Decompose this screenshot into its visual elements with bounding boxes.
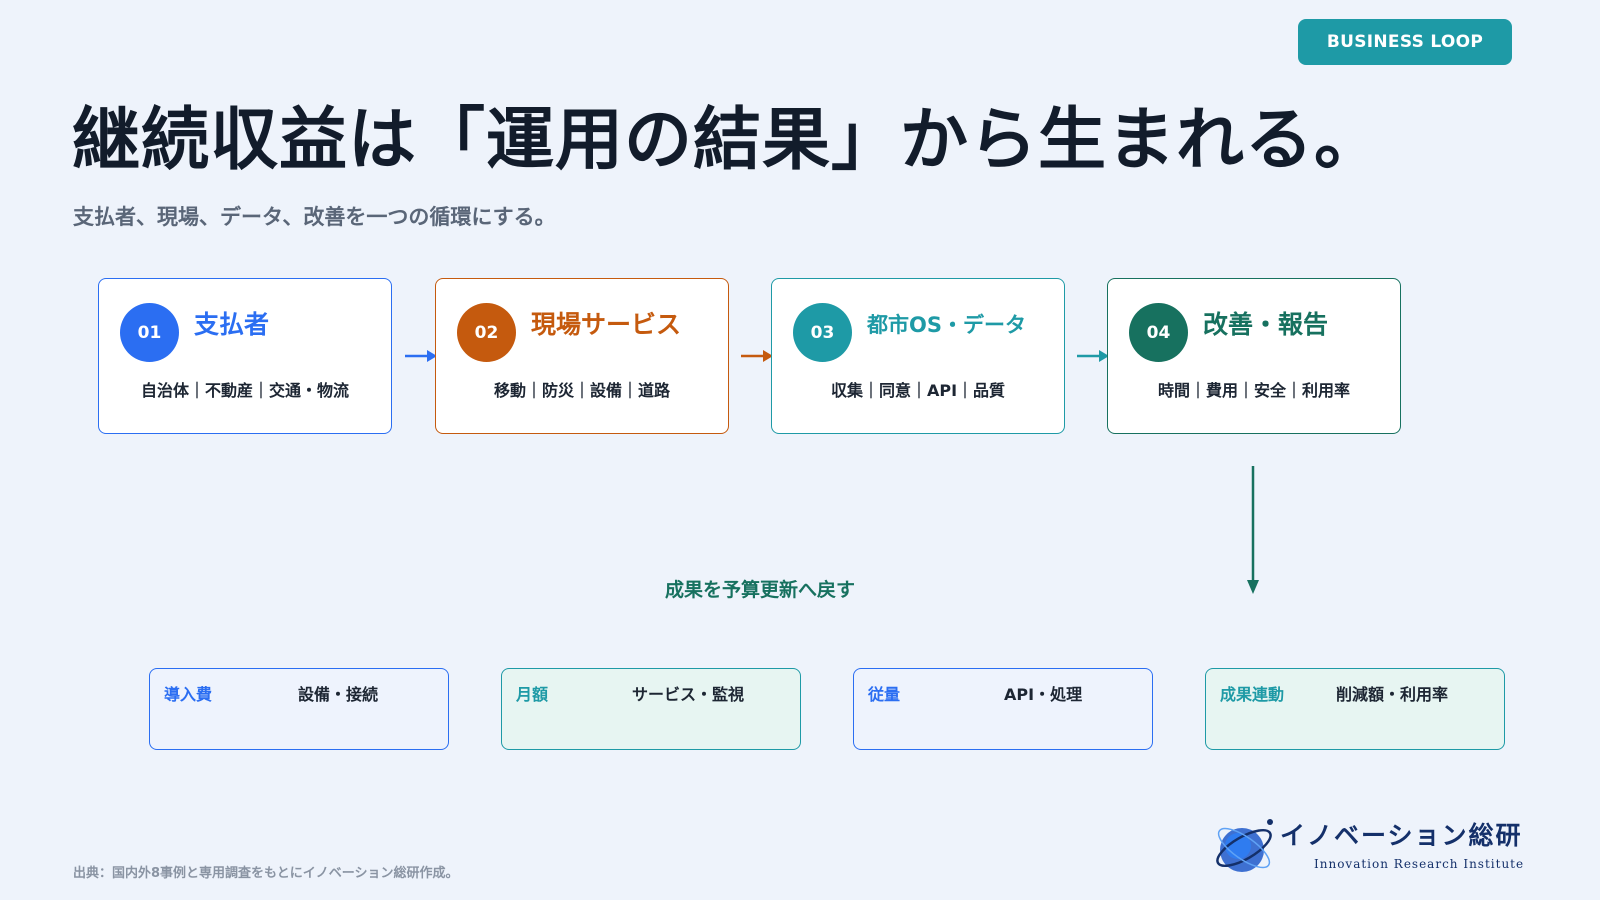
step-detail: 自治体｜不動産｜交通・物流 <box>140 381 349 400</box>
step-card-improvement: 04 改善・報告 時間｜費用｜安全｜利用率 <box>1107 278 1401 434</box>
step-number-badge: 03 <box>793 303 852 362</box>
return-to-budget-label: 成果を予算更新へ戻す <box>664 579 855 601</box>
business-loop-badge: BUSINESS LOOP <box>1298 19 1512 65</box>
flow-arrow-icon <box>741 350 773 362</box>
step-detail: 収集｜同意｜API｜品質 <box>830 381 1006 400</box>
step-number-badge: 01 <box>120 303 179 362</box>
step-detail: 移動｜防災｜設備｜道路 <box>493 381 670 400</box>
page-subtitle: 支払者、現場、データ、改善を一つの循環にする。 <box>73 205 556 229</box>
step-label: 支払者 <box>194 310 270 339</box>
step-card-payer: 01 支払者 自治体｜不動産｜交通・物流 <box>98 278 392 434</box>
flow-arrow-icon <box>405 350 437 362</box>
revenue-name: 成果連動 <box>1220 685 1285 704</box>
logo-subtitle: Innovation Research Institute <box>1314 857 1525 871</box>
step-card-field-service: 02 現場サービス 移動｜防災｜設備｜道路 <box>435 278 729 434</box>
revenue-desc: API・処理 <box>1004 685 1083 704</box>
revenue-desc: サービス・監視 <box>632 685 745 704</box>
step-label: 都市OS・データ <box>867 313 1026 337</box>
revenue-name: 従量 <box>868 685 901 704</box>
atom-orbit-icon <box>1216 819 1273 872</box>
source-note: 出典：国内外8事例と専用調査をもとにイノベーション総研作成。 <box>73 866 459 881</box>
revenue-name: 導入費 <box>164 685 213 704</box>
down-arrow-icon <box>1247 466 1259 594</box>
revenue-card-initial-fee: 導入費 設備・接続 <box>149 668 449 750</box>
revenue-desc: 削減額・利用率 <box>1336 685 1449 704</box>
step-label: 改善・報告 <box>1203 310 1329 339</box>
revenue-name: 月額 <box>516 685 549 704</box>
flow-arrow-icon <box>1077 350 1109 362</box>
revenue-card-monthly: 月額 サービス・監視 <box>501 668 801 750</box>
revenue-desc: 設備・接続 <box>298 685 379 704</box>
step-label: 現場サービス <box>531 310 682 339</box>
logo-name: イノベーション総研 <box>1280 821 1523 850</box>
step-number-badge: 02 <box>457 303 516 362</box>
institute-logo: イノベーション総研 Innovation Research Institute <box>1210 812 1550 884</box>
step-detail: 時間｜費用｜安全｜利用率 <box>1157 381 1350 400</box>
revenue-card-performance: 成果連動 削減額・利用率 <box>1205 668 1505 750</box>
revenue-card-usage: 従量 API・処理 <box>853 668 1153 750</box>
step-number-badge: 04 <box>1129 303 1188 362</box>
page-title: 継続収益は「運用の結果」から生まれる。 <box>72 101 1384 180</box>
step-card-city-os: 03 都市OS・データ 収集｜同意｜API｜品質 <box>771 278 1065 434</box>
